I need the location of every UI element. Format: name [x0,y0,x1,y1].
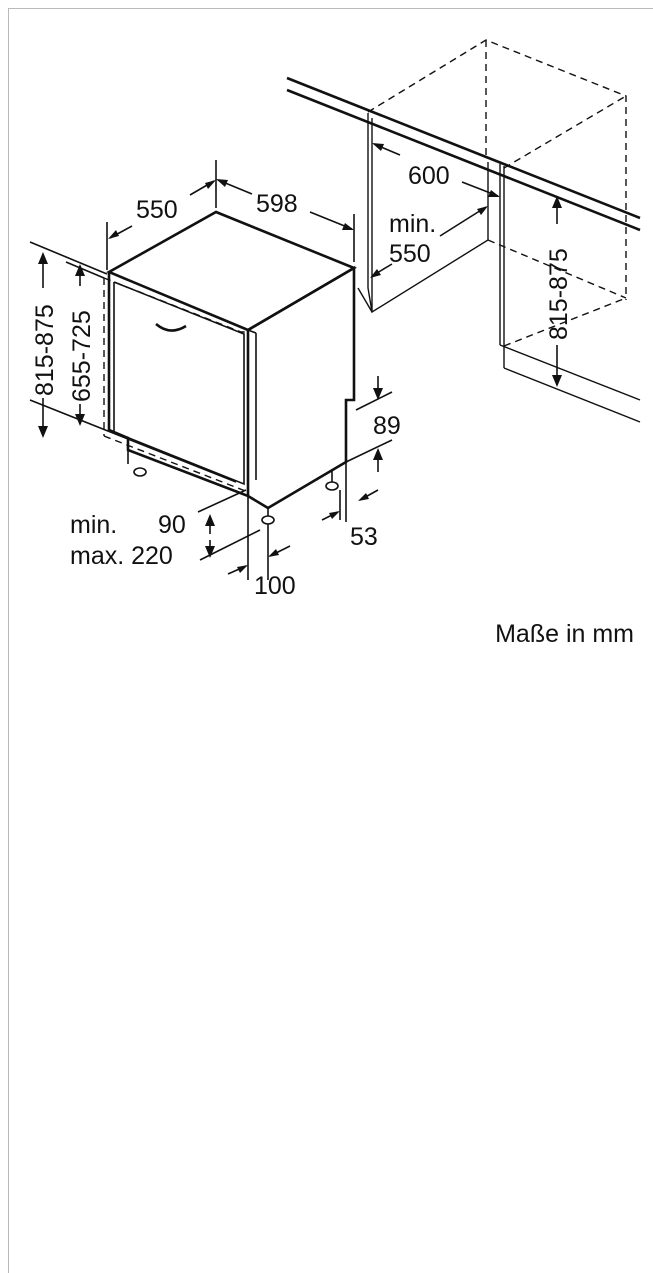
plinth-depth-label: 53 [350,523,378,551]
niche-width-label: 600 [408,162,450,190]
plinth-min-label: min. [70,511,117,539]
total-height-label: 815-875 [31,304,59,396]
units-note: Maße in mm [495,620,634,648]
niche-height-dimension [552,196,562,387]
depth-width-dimension [106,160,355,270]
plinth-height-dimension [197,489,261,561]
plinth-max-label: max. 220 [70,542,173,570]
niche-width-dimension [372,143,500,197]
door-offset-label: 100 [254,572,296,600]
door-height-dimension [65,261,105,426]
door-offset-dimension [227,496,291,580]
door-height-label: 655-725 [68,310,96,402]
niche-outline [286,39,641,423]
dishwasher-body [103,210,357,525]
plinth-min-value: 90 [158,511,186,539]
diagram-frame [8,8,653,1273]
width-label: 598 [256,190,298,218]
top-gap-label: 89 [373,412,401,440]
niche-depth-dimension [370,206,488,278]
niche-min-depth-label: 550 [389,240,431,268]
depth-label: 550 [136,196,178,224]
niche-height-label: 815-875 [545,248,573,340]
total-height-dimension [29,241,237,483]
plinth-depth-dimension [321,462,379,522]
top-gap-dimension [345,376,393,472]
niche-min-label: min. [389,210,436,238]
